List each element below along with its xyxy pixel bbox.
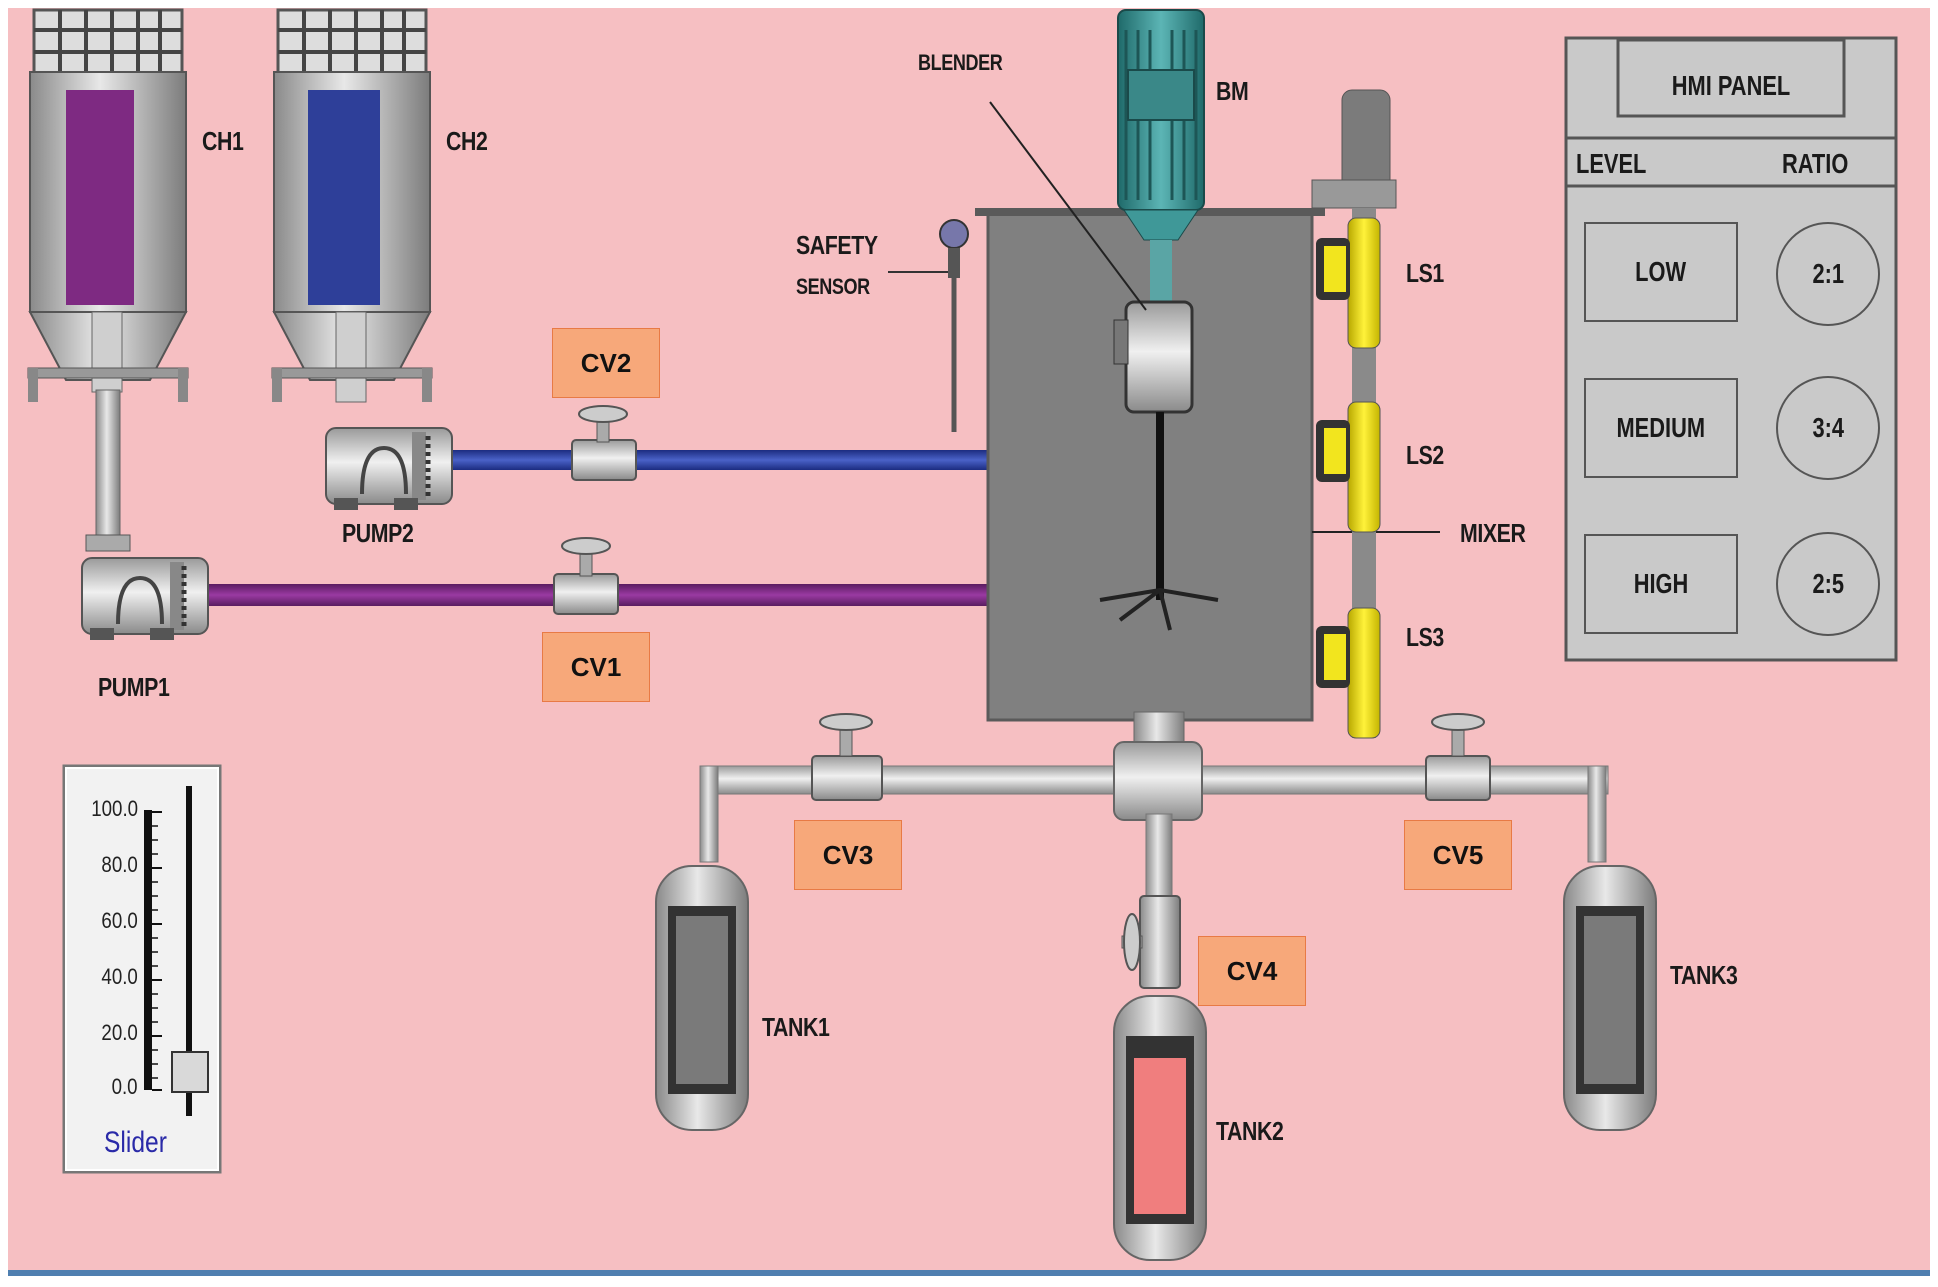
slider-tick-80: 80.0 [101, 852, 138, 877]
ch1-label: CH1 [202, 126, 244, 156]
ch2-label: CH2 [446, 126, 488, 156]
slider-scale-bar [144, 810, 152, 1090]
blue-pipe [448, 450, 992, 470]
valve-cv4-body [1121, 895, 1181, 989]
pump1-label: PUMP1 [98, 672, 170, 702]
ch2-silo [271, 8, 433, 403]
tank1-label: TANK1 [762, 1012, 830, 1042]
ch1-fill [66, 90, 134, 305]
level-medium-button[interactable]: MEDIUM [1584, 378, 1738, 478]
tank1 [655, 865, 749, 1131]
safety-label: SAFETY [796, 230, 878, 260]
mixer-label: MIXER [1460, 518, 1526, 548]
ch1-outlet-pipe [95, 389, 121, 541]
ls2-sensor [1316, 401, 1381, 533]
ls1-label: LS1 [1406, 258, 1444, 288]
cv1-tag[interactable]: CV1 [542, 632, 650, 702]
valve-cv5-body [1425, 713, 1491, 801]
cv3-tag[interactable]: CV3 [794, 820, 902, 890]
bottom-border [8, 1270, 1930, 1276]
tank3 [1563, 865, 1657, 1131]
pump2 [325, 427, 453, 510]
ls3-sensor [1316, 607, 1381, 739]
slider-tick-40: 40.0 [101, 964, 138, 989]
ls1-sensor [1316, 217, 1381, 349]
slider-tick-100: 100.0 [91, 796, 138, 821]
level-sensor-column [1311, 89, 1397, 739]
ratio-medium-indicator: 3:4 [1776, 376, 1880, 480]
valve-cv3-body [811, 713, 883, 801]
ch2-fill [308, 90, 380, 305]
slider-widget [62, 764, 222, 1174]
hmi-level-header: LEVEL [1576, 148, 1647, 179]
safety-sensor [888, 219, 969, 432]
blender [989, 101, 1219, 631]
tank3-label: TANK3 [1670, 960, 1738, 990]
tank2-label: TANK2 [1216, 1116, 1284, 1146]
pump1 [81, 557, 209, 640]
valve-cv1-body [553, 537, 619, 615]
hmi-title: HMI PANEL [1671, 70, 1791, 101]
cv4-tag[interactable]: CV4 [1198, 936, 1306, 1006]
level-high-button[interactable]: HIGH [1584, 534, 1738, 634]
ls3-label: LS3 [1406, 622, 1444, 652]
blender-label: BLENDER [918, 50, 1003, 75]
slider-thumb[interactable] [171, 1051, 209, 1093]
slider-track [186, 786, 192, 1116]
cv2-tag[interactable]: CV2 [552, 328, 660, 398]
bm-label: BM [1216, 76, 1249, 106]
slider-tick-20: 20.0 [101, 1020, 138, 1045]
ch1-silo [27, 8, 189, 402]
sensor-label: SENSOR [796, 274, 870, 299]
ratio-high-indicator: 2:5 [1776, 532, 1880, 636]
level-low-button[interactable]: LOW [1584, 222, 1738, 322]
slider-tick-60: 60.0 [101, 908, 138, 933]
ls2-label: LS2 [1406, 440, 1444, 470]
cv5-tag[interactable]: CV5 [1404, 820, 1512, 890]
valve-cv2-body [571, 405, 637, 481]
tank2 [1113, 995, 1207, 1261]
pump2-label: PUMP2 [342, 518, 414, 548]
bm-motor [1117, 9, 1205, 302]
slider-tick-0: 0.0 [111, 1074, 138, 1099]
hmi-ratio-header: RATIO [1782, 148, 1849, 179]
ratio-low-indicator: 2:1 [1776, 222, 1880, 326]
slider-label: Slider [104, 1126, 167, 1159]
